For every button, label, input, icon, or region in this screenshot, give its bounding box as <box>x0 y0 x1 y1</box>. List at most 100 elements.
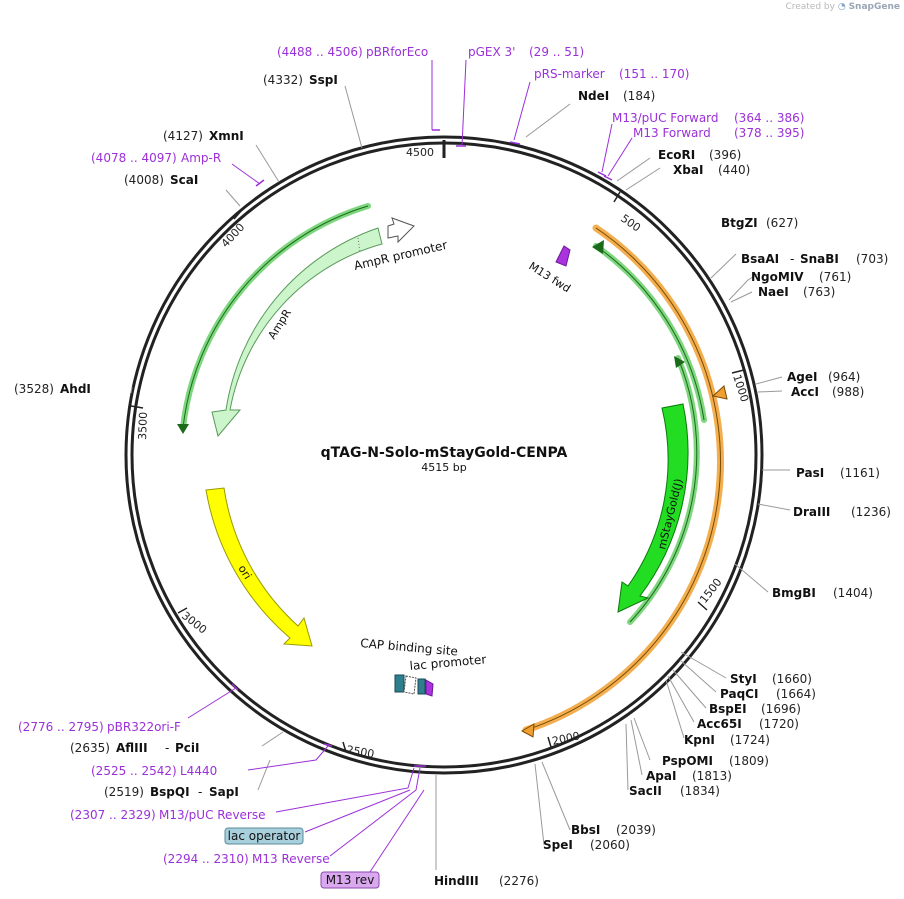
primer-prs-marker-name: pRS-marker <box>534 67 605 81</box>
site-bmgbi-pos: (1404) <box>833 586 873 600</box>
green-outer-arrowhead <box>592 240 604 254</box>
site-apai-pos: (1813) <box>692 769 732 783</box>
tick-marks <box>130 140 745 753</box>
site-pasi-pos: (1161) <box>840 466 880 480</box>
watermark-created-by: Created by <box>785 2 835 12</box>
site-hindiii-name: HindIII <box>434 874 479 888</box>
primer-m13-reverse-name: M13 Reverse <box>252 852 330 866</box>
primer-pbr322ori-f-name: pBR322ori-F <box>107 720 181 734</box>
site-sacii-name: SacII <box>629 784 662 798</box>
site-spei-pos: (2060) <box>590 838 630 852</box>
plasmid-length: 4515 bp <box>421 461 466 474</box>
tick-2500-mark <box>342 741 347 753</box>
site-xmni-name: XmnI <box>209 129 244 143</box>
primer-amp-r-range: (4078 .. 4097) <box>91 151 177 165</box>
site-styi-pos: (1660) <box>772 672 812 686</box>
feature-mstaygold-arrow <box>617 403 689 613</box>
primer-mark-prs-marker <box>509 141 521 145</box>
site-afliii-pos: (2635) <box>70 741 110 755</box>
primer-m13puc-forward-range: (364 .. 386) <box>734 111 804 125</box>
primer-amp-r-name: Amp-R <box>181 151 221 165</box>
green-inner-arc-line <box>629 357 698 623</box>
primer-m13-reverse-range: (2294 .. 2310) <box>163 852 249 866</box>
site-pspomi-name: PspOMI <box>662 754 713 768</box>
tick-1500-mark <box>697 601 708 611</box>
site-ecori-name: EcoRI <box>658 148 695 162</box>
site-pspomi-pos: (1809) <box>729 754 769 768</box>
site-kpni-name: KpnI <box>684 733 715 747</box>
site-styi-name: StyI <box>730 672 757 686</box>
site-bspqi-pos: (2519) <box>104 785 144 799</box>
primer-m13-forward-name: M13 Forward <box>633 126 711 140</box>
m13-rev-box: M13 rev <box>320 871 380 889</box>
site-xmni-pos: (4127) <box>163 129 203 143</box>
primer-pbr322ori-f-range: (2776 .. 2795) <box>18 720 104 734</box>
site-bspqi-dash: - <box>198 785 202 799</box>
primer-mark-pbr322ori-f <box>231 683 239 691</box>
site-ecori-pos: (396) <box>709 148 741 162</box>
left-site-labels: (4332) SspI (4127) XmnI (4008) ScaI (352… <box>14 73 539 888</box>
tick-3500-mark <box>130 405 144 409</box>
site-bbsi-pos: (2039) <box>616 823 656 837</box>
tick-4000-mark <box>233 210 242 220</box>
site-pcii-name: PciI <box>175 741 200 755</box>
feature-lac-promoter-label: lac promoter <box>409 652 487 673</box>
feature-m13-rev-mark <box>425 679 434 697</box>
site-xbai-pos: (440) <box>718 163 750 177</box>
site-draiii-name: DraIII <box>793 505 830 519</box>
site-acci-name: AccI <box>791 385 819 399</box>
site-btgzi-pos: (627) <box>766 216 798 230</box>
backbone-outer <box>124 135 764 775</box>
tick-label-2500: 2500 <box>345 743 375 761</box>
tick-label-500: 500 <box>618 212 643 235</box>
watermark-brand: SnapGene <box>848 2 900 12</box>
site-afliii-dash: - <box>165 741 169 755</box>
site-bsaai-pos: (703) <box>856 252 888 266</box>
site-scai-pos: (4008) <box>124 173 164 187</box>
site-bspei-pos: (1696) <box>761 702 801 716</box>
feature-ampr-promoter-arrow <box>387 217 415 244</box>
site-ahdi-pos: (3528) <box>14 382 54 396</box>
site-bspqi-name: BspQI <box>150 785 190 799</box>
site-paqci-pos: (1664) <box>776 687 816 701</box>
site-ahdi-name: AhdI <box>60 382 91 396</box>
site-btgzi-name: BtgZI <box>721 216 758 230</box>
site-acc65i-name: Acc65I <box>697 717 742 731</box>
site-agei-name: AgeI <box>787 370 817 384</box>
primer-l4440-range: (2525 .. 2542) <box>91 764 177 778</box>
snapgene-logo-icon: ◔ <box>837 2 846 12</box>
primer-leader-lines <box>187 59 633 879</box>
tick-3000-mark <box>177 607 188 614</box>
primer-labels: (4488 .. 4506) pBRforEco pGEX 3' (29 .. … <box>18 45 804 866</box>
primer-m13puc-forward-name: M13/pUC Forward <box>612 111 719 125</box>
orange-feature-top-arrowhead <box>711 385 728 400</box>
site-acci-pos: (988) <box>832 385 864 399</box>
site-bspei-name: BspEI <box>709 702 747 716</box>
site-bmgbi-name: BmgBI <box>772 586 816 600</box>
tick-500-mark <box>613 191 621 203</box>
site-bsaai-dash: - <box>790 252 794 266</box>
primer-mark-amp-r <box>255 179 265 187</box>
lac-operator-box: lac operator <box>224 827 304 845</box>
primer-pbrforeco-name: pBRforEco <box>366 45 428 59</box>
snapgene-watermark: Created by ◔ SnapGene <box>785 2 900 12</box>
site-acc65i-pos: (1720) <box>759 717 799 731</box>
site-ndei-name: NdeI <box>578 89 609 103</box>
site-scai-name: ScaI <box>170 173 198 187</box>
plasmid-name: qTAG-N-Solo-mStayGold-CENPA <box>321 445 568 461</box>
site-sacii-pos: (1834) <box>680 784 720 798</box>
site-xbai-name: XbaI <box>673 163 703 177</box>
tick-label-3500: 3500 <box>136 412 150 440</box>
site-sspi-pos: (4332) <box>263 73 303 87</box>
primer-m13-forward-range: (378 .. 395) <box>734 126 804 140</box>
feature-ampr-arrow <box>211 227 383 438</box>
ampr-thin-arrowhead <box>177 424 189 434</box>
site-sspi-name: SspI <box>309 73 338 87</box>
green-outer-arc-line <box>595 245 705 421</box>
green-inner-arrowhead <box>674 356 685 368</box>
site-ndei-pos: (184) <box>623 89 655 103</box>
site-sapi-name: SapI <box>209 785 239 799</box>
orange-feature-arc-line <box>525 227 721 731</box>
site-spei-name: SpeI <box>543 838 573 852</box>
site-kpni-pos: (1724) <box>730 733 770 747</box>
